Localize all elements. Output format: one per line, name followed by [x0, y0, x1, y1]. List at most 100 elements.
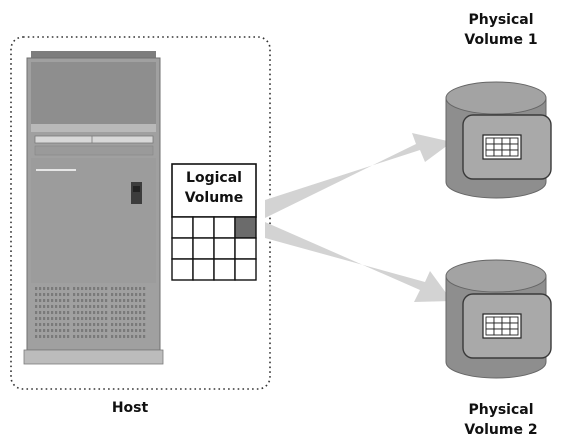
vent-slot — [135, 329, 138, 332]
grid-cell — [234, 237, 257, 260]
vent-slot — [105, 305, 108, 308]
vent-slot — [47, 317, 50, 320]
vent-slot — [131, 293, 134, 296]
vent-slot — [39, 305, 42, 308]
vent-slot — [111, 317, 114, 320]
vent-slot — [43, 299, 46, 302]
vent-slot — [55, 299, 58, 302]
disk-grid-cell — [485, 137, 495, 145]
vent-slot — [143, 293, 146, 296]
vent-slot — [63, 287, 66, 290]
vent-slot — [73, 287, 76, 290]
vent-slot — [35, 293, 38, 296]
vent-slot — [131, 299, 134, 302]
vent-slot — [135, 311, 138, 314]
vent-slot — [115, 323, 118, 326]
vent-slot — [101, 317, 104, 320]
vent-slot — [123, 299, 126, 302]
vent-slot — [63, 305, 66, 308]
vent-slot — [115, 299, 118, 302]
grid-cell — [213, 216, 236, 239]
vent-slot — [51, 317, 54, 320]
vent-slot — [43, 293, 46, 296]
vent-slot — [97, 299, 100, 302]
vent-slot — [101, 287, 104, 290]
vent-slot — [55, 317, 58, 320]
vent-slot — [93, 317, 96, 320]
vent-slot — [131, 287, 134, 290]
disk-grid-cell — [509, 322, 519, 330]
arrow-to-pv2 — [265, 222, 452, 302]
disk-grid-cell — [501, 328, 511, 336]
vent-slot — [143, 317, 146, 320]
vent-slot — [127, 329, 130, 332]
vent-slot — [81, 329, 84, 332]
vent-slot — [97, 317, 100, 320]
vent-slot — [119, 287, 122, 290]
vent-slot — [93, 293, 96, 296]
vent-slot — [55, 329, 58, 332]
vent-slot — [55, 335, 58, 338]
vent-slot — [59, 287, 62, 290]
disk-grid-cell — [509, 316, 519, 324]
vent-slot — [93, 299, 96, 302]
disk-grid-cell — [501, 137, 511, 145]
vent-slot — [89, 335, 92, 338]
vent-slot — [85, 293, 88, 296]
vent-slot — [135, 323, 138, 326]
vent-slot — [111, 293, 114, 296]
vent-slot — [81, 293, 84, 296]
vent-slot — [55, 293, 58, 296]
vent-slot — [55, 287, 58, 290]
vent-slot — [143, 335, 146, 338]
vent-slot — [139, 335, 142, 338]
vent-slot — [39, 293, 42, 296]
vent-slot — [143, 287, 146, 290]
disk-grid-cell — [485, 316, 495, 324]
vent-slot — [77, 305, 80, 308]
grid-cell — [213, 258, 236, 281]
vent-slot — [89, 317, 92, 320]
grid-cell — [213, 237, 236, 260]
vent-slot — [119, 335, 122, 338]
vent-slot — [105, 287, 108, 290]
vent-slot — [67, 305, 70, 308]
disk-grid-cell — [501, 316, 511, 324]
vent-slot — [51, 311, 54, 314]
vent-slot — [47, 329, 50, 332]
vent-slot — [77, 329, 80, 332]
vent-slot — [127, 311, 130, 314]
vent-slot — [77, 317, 80, 320]
vent-slot — [55, 311, 58, 314]
vent-slot — [89, 299, 92, 302]
vent-slot — [123, 311, 126, 314]
vent-slot — [111, 335, 114, 338]
vent-slot — [127, 323, 130, 326]
vent-slot — [97, 305, 100, 308]
disk-grid-cell — [509, 143, 519, 151]
vent-slot — [119, 299, 122, 302]
vent-slot — [43, 317, 46, 320]
vent-slot — [139, 317, 142, 320]
vent-slot — [59, 299, 62, 302]
vent-slot — [47, 287, 50, 290]
power-button — [131, 182, 142, 204]
disk-grid-cell — [501, 322, 511, 330]
physical-volume-2-disk — [445, 259, 552, 379]
vent-slot — [93, 323, 96, 326]
server-icon — [23, 51, 164, 365]
vent-slot — [135, 305, 138, 308]
logical-volume-grid — [171, 216, 257, 281]
vent-slot — [67, 287, 70, 290]
vent-slot — [43, 311, 46, 314]
disk-grid-cell — [493, 316, 503, 324]
vent-slot — [143, 311, 146, 314]
vent-slot — [119, 329, 122, 332]
vent-slot — [127, 299, 130, 302]
vent-slot — [131, 329, 134, 332]
vent-slot — [39, 323, 42, 326]
vent-slot — [143, 329, 146, 332]
vent-slot — [35, 299, 38, 302]
vent-slot — [67, 299, 70, 302]
